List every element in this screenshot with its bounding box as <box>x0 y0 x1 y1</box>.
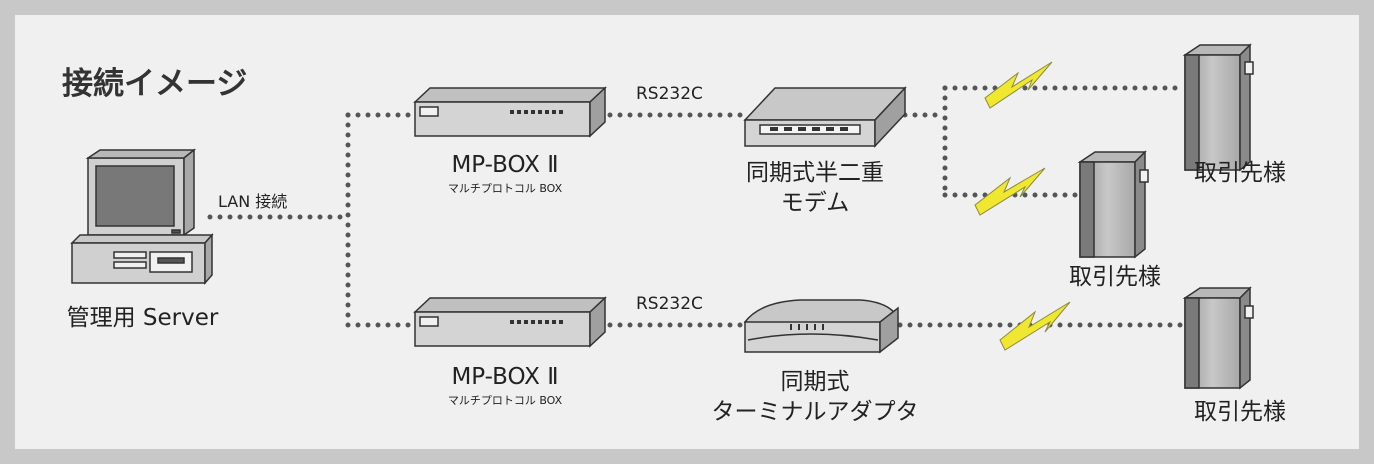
mpbox-lower-label: MP-BOX Ⅱ <box>451 364 559 390</box>
modem-label-line1: 同期式半二重 <box>746 160 884 186</box>
connection-lines <box>207 85 1188 328</box>
client-server-2-icon <box>1077 150 1149 259</box>
ta-label-line1: 同期式 <box>780 369 850 395</box>
server-label: 管理用 Server <box>66 305 219 331</box>
mpbox-lower-icon <box>413 296 607 348</box>
lightning-icon <box>999 301 1071 351</box>
server-pc-icon <box>70 148 214 285</box>
rs232c-upper-label: RS232C <box>636 84 703 104</box>
rs232c-lower-label: RS232C <box>636 294 703 314</box>
lightning-bolts <box>974 61 1071 351</box>
terminal-adapter-icon <box>743 299 899 354</box>
client-2-label: 取引先様 <box>1069 264 1161 290</box>
lightning-icon <box>984 61 1053 109</box>
mpbox-upper-sublabel: マルチプロトコル BOX <box>447 182 563 195</box>
modem-label-line2: モデム <box>780 190 850 216</box>
modem-icon <box>743 86 907 148</box>
client-3-label: 取引先様 <box>1194 399 1286 425</box>
client-1-label: 取引先様 <box>1194 160 1286 186</box>
diagram-title: 接続イメージ <box>62 66 248 102</box>
lan-connection-label: LAN 接続 <box>218 192 288 211</box>
ta-label-line2: ターミナルアダプタ <box>711 399 919 425</box>
lightning-icon <box>974 167 1046 216</box>
mpbox-upper-label: MP-BOX Ⅱ <box>451 152 559 178</box>
mpbox-upper-icon <box>413 86 607 138</box>
mpbox-lower-sublabel: マルチプロトコル BOX <box>447 394 563 407</box>
client-server-3-icon <box>1182 286 1254 390</box>
client-server-1-icon <box>1182 43 1254 172</box>
